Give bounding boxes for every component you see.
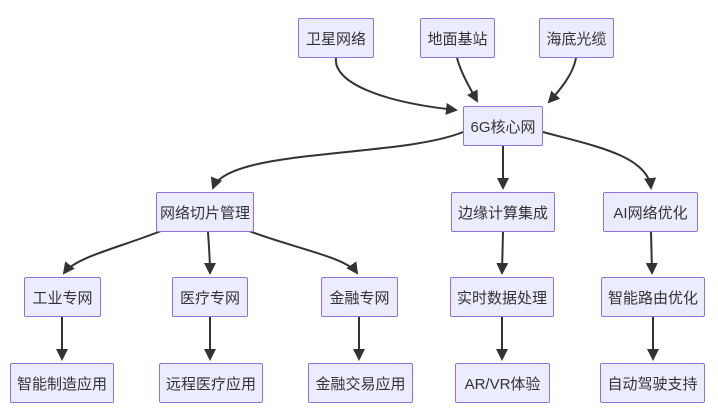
edge-edge-computing-to-realtime	[496, 231, 509, 275]
node-intelligent-routing-optimization: 智能路由优化	[601, 277, 705, 317]
node-edge-computing-integration: 边缘计算集成	[451, 192, 555, 232]
node-smart-manufacturing-application: 智能制造应用	[10, 363, 114, 403]
node-medical-private-network: 医疗专网	[172, 277, 248, 317]
node-financial-private-network: 金融专网	[321, 277, 398, 317]
edge-ai-optimization-to-routing	[645, 231, 658, 275]
node-industrial-private-network: 工业专网	[24, 277, 101, 317]
edge-ground-station-to-core	[456, 57, 478, 103]
node-autonomous-driving-support: 自动驾驶支持	[600, 363, 705, 403]
node-6g-core-network: 6G核心网	[463, 106, 543, 146]
edge-slicing-to-industrial	[62, 230, 162, 275]
edge-core-to-ai-optimization	[542, 131, 657, 190]
node-satellite-network: 卫星网络	[298, 18, 374, 58]
node-realtime-data-processing: 实时数据处理	[450, 277, 554, 317]
edge-core-to-slicing	[210, 131, 464, 190]
node-ai-network-optimization: AI网络优化	[603, 192, 698, 232]
edge-submarine-cable-to-core	[547, 57, 577, 104]
node-telemedicine-application: 远程医疗应用	[159, 363, 263, 403]
node-financial-trading-application: 金融交易应用	[308, 363, 413, 403]
edge-satellite-to-core	[334, 57, 458, 115]
node-ar-vr-experience: AR/VR体验	[455, 363, 550, 403]
node-submarine-cable: 海底光缆	[539, 18, 614, 58]
edge-slicing-to-medical	[203, 231, 216, 275]
node-ground-base-station: 地面基站	[420, 18, 495, 58]
edge-slicing-to-financial	[248, 230, 359, 275]
node-network-slicing-management: 网络切片管理	[156, 192, 254, 232]
